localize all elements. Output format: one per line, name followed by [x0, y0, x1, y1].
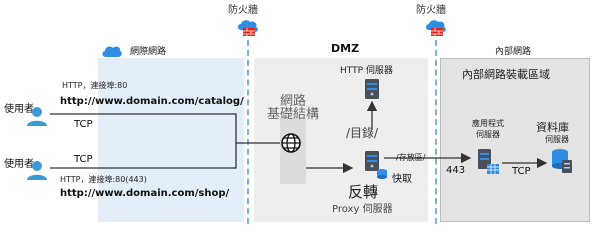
infrastructure-line1: 網路 [279, 94, 306, 109]
reverse-label: 反轉 [348, 183, 379, 201]
firewall-left [236, 18, 260, 38]
db-server-label: 伺服器 [545, 135, 569, 144]
internet-zone-label: 網際網路 [130, 47, 167, 57]
flow-lines [50, 100, 548, 174]
firewall-label-left: 防火牆 [228, 5, 258, 16]
app-server-label: 應用程式 伺服器 [472, 119, 504, 139]
connector-lines [50, 100, 548, 174]
cache-label: 快取 [392, 174, 412, 185]
bottom-tcp-label: TCP [74, 154, 93, 165]
catalog-path-label: /目錄/ [346, 126, 379, 140]
user-2 [26, 160, 48, 180]
infrastructure-label: 網路 基礎結構 [262, 95, 324, 121]
internet-cloud [101, 44, 123, 58]
firewall-right [424, 18, 448, 38]
bottom-protocol-label: HTTP，連接埠:80(443) [60, 175, 147, 184]
internet-zone [98, 58, 244, 222]
globe [280, 132, 302, 154]
firewall-line-left [247, 40, 249, 224]
http-server-label: HTTP 伺服器 [340, 66, 393, 76]
server-icon [478, 149, 499, 174]
firewall-line-right [435, 40, 437, 224]
server-icon [365, 151, 379, 171]
server-icon [365, 79, 379, 99]
globe-icon [281, 133, 301, 153]
dmz-zone-label: DMZ [331, 42, 360, 55]
port-443-label: 443 [446, 165, 466, 176]
firewall-icon [238, 20, 258, 36]
bottom-flow-line [50, 143, 237, 169]
top-tcp-label: TCP [74, 119, 93, 130]
user-icon [27, 161, 47, 180]
proxy-server [364, 150, 380, 172]
internal-zone [440, 58, 590, 222]
database-label: 資料庫 [536, 121, 569, 134]
database [550, 148, 574, 174]
firewall-icon [426, 20, 446, 36]
top-protocol-label: HTTP，連接埠:80 [62, 81, 128, 90]
firewall-label-right: 防火牆 [416, 5, 446, 16]
cloud-icon [102, 46, 122, 57]
cache [376, 168, 388, 180]
internal-tcp-label: TCP [512, 166, 531, 177]
hosting-region-title: 內部網路裝載區域 [462, 68, 550, 81]
user-label-1: 使用者 [4, 104, 34, 115]
user-1 [26, 106, 48, 126]
user-icon [27, 107, 47, 126]
proxy-server-label: Proxy 伺服器 [332, 204, 393, 215]
user-label-2: 使用者 [4, 159, 34, 170]
database-icon [552, 149, 572, 173]
store-path-label: /存放區/ [396, 153, 426, 162]
app-server [476, 148, 502, 176]
top-url-label: http://www.domain.com/catalog/ [60, 96, 244, 107]
internal-zone-label: 內部網路 [495, 47, 532, 57]
bottom-url-label: http://www.domain.com/shop/ [60, 188, 230, 199]
http-server [364, 78, 380, 100]
top-flow-line [50, 113, 280, 144]
infrastructure-line2: 基礎結構 [266, 107, 319, 122]
cache-icon [377, 169, 387, 179]
